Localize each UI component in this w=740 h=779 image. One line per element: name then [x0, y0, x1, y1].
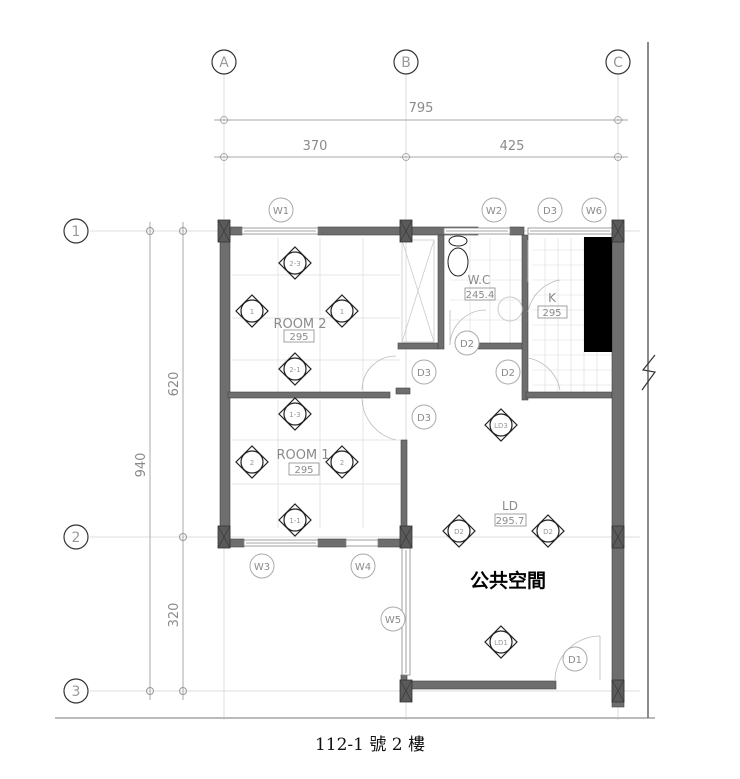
svg-text:2-1: 2-1	[289, 366, 300, 374]
tag-d3-k: D3	[543, 206, 557, 217]
grid-label-1: 1	[72, 224, 81, 240]
sink-icon	[497, 296, 523, 322]
dim-795: 795	[409, 101, 434, 116]
dimension-text: 795 370 425 940 620 320	[134, 101, 524, 627]
svg-text:1-1: 1-1	[289, 517, 300, 525]
room-1-height: 295	[294, 465, 313, 476]
ld-height: 295.7	[496, 516, 525, 527]
svg-text:1: 1	[340, 308, 344, 316]
svg-text:2-3: 2-3	[289, 260, 300, 268]
toilet-icon	[447, 235, 469, 277]
svg-text:LD3: LD3	[494, 422, 508, 430]
tag-d2-wc: D2	[460, 339, 474, 350]
break-line-icon	[641, 354, 657, 391]
light-fixtures: 2-3 1 1 2-1 1-3 2 2 1-1 LD3 D2 D2 LD1	[235, 246, 565, 659]
room-2-label: ROOM 2	[273, 317, 326, 332]
grid-label-b: B	[401, 55, 411, 71]
svg-text:D2: D2	[454, 528, 464, 536]
dim-620: 620	[167, 372, 182, 397]
tag-d3-room2: D3	[417, 368, 431, 379]
svg-text:1: 1	[250, 308, 254, 316]
floor-tiles	[232, 238, 400, 528]
wc-height: 245.4	[466, 290, 495, 301]
wc-label: W.C	[468, 273, 491, 287]
closet	[401, 239, 435, 343]
grid-bubbles: A B C 1 2 3	[63, 49, 631, 704]
ld-label: LD	[502, 499, 518, 513]
grid-label-2: 2	[72, 530, 81, 546]
tag-w2: W2	[486, 206, 502, 217]
svg-text:D2: D2	[543, 528, 553, 536]
grid-label-c: C	[613, 55, 623, 71]
dim-940: 940	[134, 453, 149, 478]
tag-w3: W3	[254, 562, 270, 573]
plan-caption: 112-1 號 2 樓	[314, 735, 426, 755]
tag-w5: W5	[385, 615, 401, 626]
opening-tags: W1 W2 W3 W4 W5 W6 D1 D2 D2 D3 D3 D3	[249, 197, 607, 672]
tag-w4: W4	[355, 562, 371, 573]
dimension-lines	[149, 119, 628, 700]
room-1-label: ROOM 1	[276, 448, 329, 463]
svg-text:2: 2	[250, 459, 254, 467]
dim-320: 320	[167, 603, 182, 628]
public-space-label: 公共空間	[470, 570, 547, 592]
dim-370: 370	[303, 139, 328, 154]
kitchen-height: 295	[542, 308, 561, 319]
kitchen-label: K	[548, 291, 557, 305]
grid-label-a: A	[219, 55, 229, 71]
tag-d2-k: D2	[501, 368, 515, 379]
svg-text:LD1: LD1	[494, 639, 508, 647]
room-labels: ROOM 2 295 ROOM 1 295 W.C 245.4 K 295 LD…	[273, 273, 568, 527]
room-2-height: 295	[289, 332, 308, 343]
windows	[241, 227, 613, 676]
svg-text:1-3: 1-3	[289, 411, 300, 419]
tag-d1: D1	[568, 655, 582, 666]
tag-d3-room1: D3	[417, 413, 431, 424]
tag-w6: W6	[586, 206, 602, 217]
kitchen-counter	[584, 237, 612, 352]
tag-w1: W1	[273, 206, 289, 217]
dim-425: 425	[500, 139, 525, 154]
grid-label-3: 3	[72, 684, 81, 700]
svg-text:2: 2	[340, 459, 344, 467]
walls	[219, 226, 625, 708]
